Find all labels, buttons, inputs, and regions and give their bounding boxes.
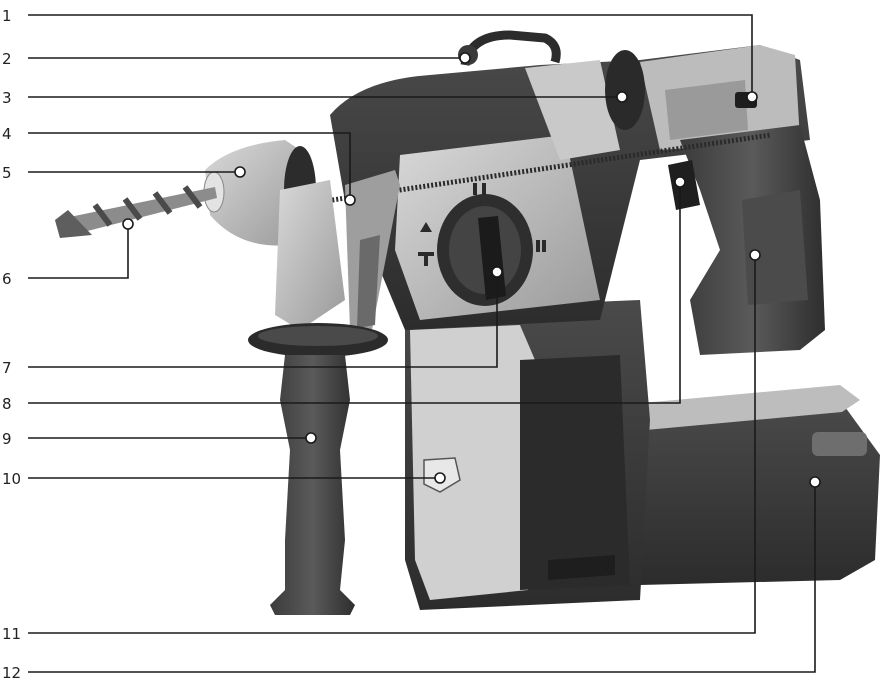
callout-9-number: 9 (2, 430, 12, 448)
callout-10-number: 10 (2, 470, 21, 488)
drill-bit (55, 185, 217, 238)
callout-6-number: 6 (2, 270, 12, 288)
callout-1-number: 1 (2, 7, 12, 25)
auxiliary-handle (270, 355, 355, 615)
callout-7-number: 7 (2, 359, 12, 377)
callout-12-number: 12 (2, 664, 21, 682)
top-hook (460, 30, 561, 67)
battery-release-button (812, 432, 867, 456)
callout-numbers: 1 2 3 4 5 6 7 8 9 10 11 12 (2, 7, 21, 682)
callout-4-number: 4 (2, 125, 12, 143)
callout-3-number: 3 (2, 89, 12, 107)
callout-5-number: 5 (2, 164, 12, 182)
callout-11-number: 11 (2, 625, 21, 643)
callout-8-number: 8 (2, 395, 12, 413)
tool-illustration (55, 30, 880, 615)
callout-2-number: 2 (2, 50, 12, 68)
vent-ring (605, 50, 645, 130)
callout-leads (28, 14, 821, 673)
